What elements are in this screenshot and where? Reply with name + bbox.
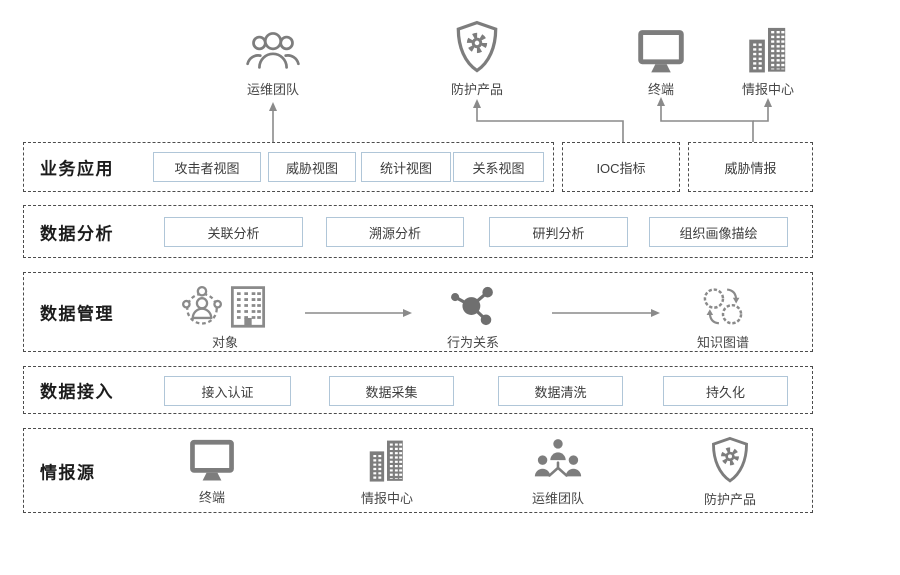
node-behavior-relation: 行为关系 (413, 283, 533, 351)
node-label: 终端 (198, 490, 225, 505)
layer-data-analysis: 数据分析 关联分析 溯源分析 研判分析 组织画像描绘 (23, 205, 813, 258)
top-source-label: 运维团队 (246, 82, 299, 97)
buildings-icon (369, 439, 405, 483)
box-attacker-view: 攻击者视图 (153, 152, 261, 182)
node-protection-product: 防护产品 (685, 434, 775, 508)
layer-data-ingest: 数据接入 接入认证 数据采集 数据清洗 持久化 (23, 366, 813, 414)
behavior-graph-icon (451, 286, 493, 326)
monitor-icon (190, 439, 234, 481)
node-label: 行为关系 (446, 335, 499, 350)
box-access-auth: 接入认证 (164, 376, 291, 406)
object-icon (181, 285, 266, 328)
box-org-profiling: 组织画像描绘 (649, 217, 788, 247)
buildings-icon (749, 26, 787, 74)
node-label: 知识图谱 (696, 335, 749, 350)
top-source-label: 终端 (647, 82, 674, 97)
layer-label: 数据分析 (40, 224, 114, 243)
top-source-label: 情报中心 (741, 82, 794, 97)
box-relation-view: 关系视图 (453, 152, 544, 182)
layer-label: 数据管理 (40, 304, 114, 324)
box-trace-analysis: 溯源分析 (326, 217, 464, 247)
node-ops-team: 运维团队 (513, 437, 603, 507)
org-team-icon (534, 439, 582, 477)
node-knowledge-graph: 知识图谱 (653, 283, 793, 351)
team-outline-icon (246, 32, 300, 69)
monitor-icon (638, 30, 684, 73)
shield-gear-icon (712, 436, 748, 483)
layer-label: 情报源 (40, 463, 96, 482)
layer-label: 业务应用 (40, 159, 114, 179)
box-threat-view: 威胁视图 (268, 152, 356, 182)
layer-business-application: 业务应用 攻击者视图 威胁视图 统计视图 关系视图 (23, 142, 554, 192)
box-ioc-indicator: IOC指标 (562, 142, 680, 192)
layer-data-management: 数据管理 对象 (23, 272, 813, 352)
top-source-protection: 防护产品 (427, 16, 527, 98)
box-judgment-analysis: 研判分析 (489, 217, 628, 247)
shield-gear-icon (456, 20, 498, 73)
layer-label: 数据接入 (40, 382, 114, 402)
node-label: 运维团队 (531, 491, 584, 506)
top-source-label: 防护产品 (450, 82, 503, 97)
node-object: 对象 (155, 283, 295, 351)
top-source-intel-center: 情报中心 (718, 16, 818, 98)
node-label: 对象 (211, 335, 238, 350)
top-source-ops-team: 运维团队 (223, 16, 323, 98)
box-stats-view: 统计视图 (361, 152, 451, 182)
layer-intel-source: 情报源 终端 情报中心 (23, 428, 813, 513)
node-intel-center: 情报中心 (342, 435, 432, 507)
top-source-terminal: 终端 (611, 16, 711, 98)
node-label: 情报中心 (360, 491, 413, 506)
box-persistence: 持久化 (663, 376, 788, 406)
box-data-clean: 数据清洗 (498, 376, 623, 406)
node-terminal: 终端 (167, 438, 257, 506)
box-correlation-analysis: 关联分析 (164, 217, 303, 247)
knowledge-graph-icon (703, 288, 743, 325)
box-data-collect: 数据采集 (329, 376, 454, 406)
box-threat-intel: 威胁情报 (688, 142, 813, 192)
node-label: 防护产品 (703, 492, 756, 507)
